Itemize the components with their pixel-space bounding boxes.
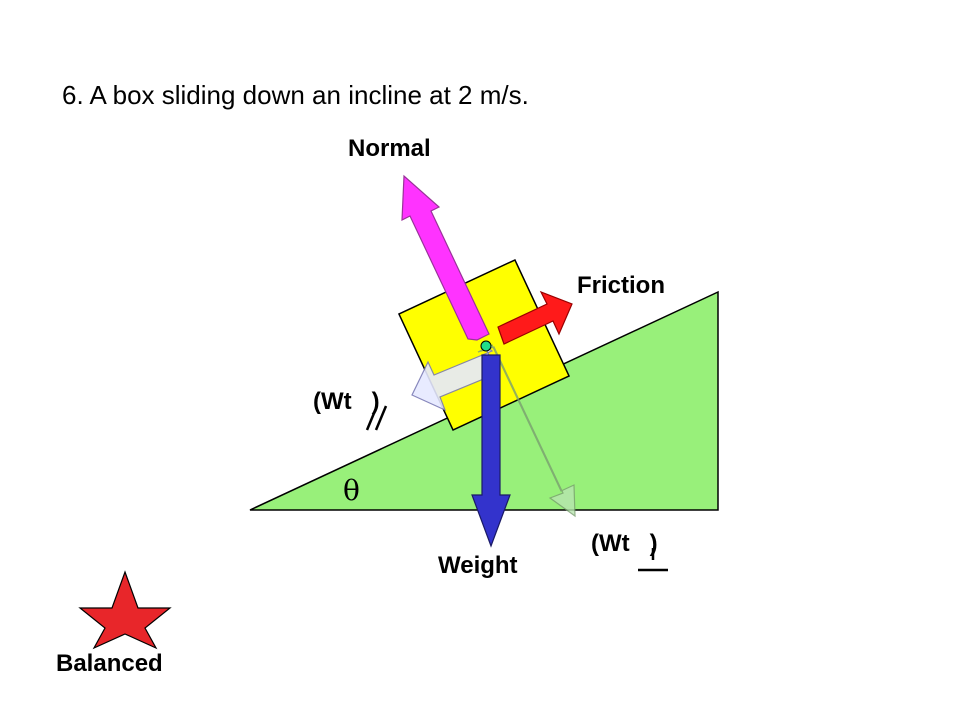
friction-arrow [497, 290, 573, 345]
friction-label: Friction [577, 272, 665, 299]
weight-arrow [471, 354, 511, 548]
normal-label: Normal [348, 135, 431, 162]
wt-parallel-label: (Wt ) [313, 388, 380, 415]
weight-label: Weight [438, 552, 518, 579]
perpendicular-symbol-icon [638, 548, 668, 572]
wt-parallel-arrow [411, 344, 499, 412]
center-dot [480, 340, 492, 352]
problem-title: 6. A box sliding down an incline at 2 m/… [62, 80, 529, 110]
parallel-symbol-icon [365, 405, 388, 431]
normal-arrow [401, 174, 490, 341]
wt-perpendicular-arrow [477, 344, 576, 518]
wt-perpendicular-label: (Wt ) [591, 530, 658, 557]
balanced-label: Balanced [56, 650, 163, 677]
star-icon [78, 570, 172, 650]
angle-theta-label: θ [343, 474, 360, 507]
